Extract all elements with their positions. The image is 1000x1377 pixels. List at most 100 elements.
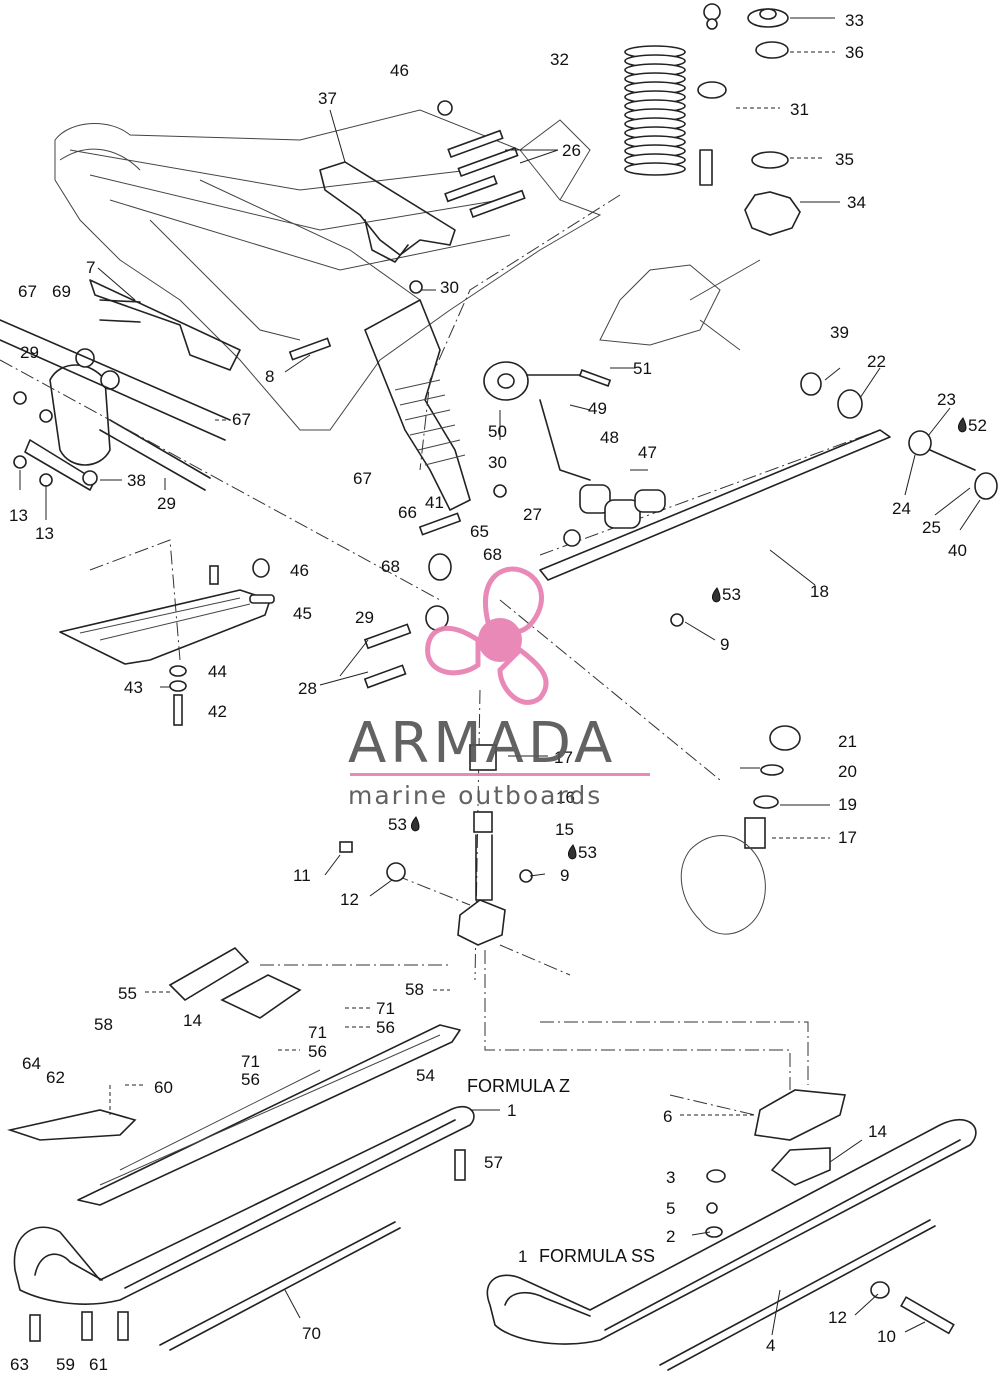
callout-4: 4	[766, 1336, 775, 1355]
spindle-cap-assembly	[680, 725, 801, 935]
callout-58-a: 58	[405, 980, 424, 999]
watermark-underline	[350, 773, 650, 776]
assembly-axis-lines	[0, 194, 881, 1116]
callout-27: 27	[523, 505, 542, 524]
callout-49: 49	[588, 399, 607, 418]
watermark-brand: ARMADA	[348, 711, 616, 776]
callout-17-a: 17	[554, 748, 573, 767]
skid-plate	[59, 558, 275, 726]
callout-20: 20	[838, 762, 857, 781]
callout-16: 16	[556, 788, 575, 807]
callout-31: 31	[790, 100, 809, 119]
callout-30: 30	[440, 278, 459, 297]
callout-22: 22	[867, 352, 886, 371]
callout-46: 46	[390, 61, 409, 80]
callout-55: 55	[118, 984, 137, 1003]
callout-53-a: 53	[711, 585, 741, 604]
callout-70: 70	[302, 1324, 321, 1343]
callout-50: 50	[488, 422, 507, 441]
callout-14-b: 14	[868, 1122, 887, 1141]
part-callouts: 33 36 32 46 37 31 26 35 34 7 30 67 69 39…	[9, 11, 987, 1374]
leader-lines	[19, 17, 981, 1336]
callout-35: 35	[835, 150, 854, 169]
callout-24: 24	[892, 499, 911, 518]
callout-71-a: 71	[376, 999, 395, 1018]
svg-text:53: 53	[578, 843, 597, 862]
callout-56-a: 56	[376, 1018, 395, 1037]
callout-45: 45	[293, 604, 312, 623]
ski-formula-z	[7, 946, 475, 1351]
callout-36: 36	[845, 43, 864, 62]
callout-14-a: 14	[183, 1011, 202, 1030]
propeller-blade-right	[497, 646, 549, 705]
svg-text:52: 52	[968, 416, 987, 435]
callout-66: 66	[398, 503, 417, 522]
svg-text:53: 53	[388, 815, 407, 834]
callout-54: 54	[416, 1066, 435, 1085]
callout-69: 69	[52, 282, 71, 301]
callout-53-b: 53	[388, 815, 420, 834]
callout-5: 5	[666, 1199, 675, 1218]
watermark-tagline: marine outboards	[348, 781, 602, 810]
callout-68-a: 68	[483, 545, 502, 564]
callout-48: 48	[600, 428, 619, 447]
label-formula-z: FORMULA Z	[467, 1076, 570, 1096]
callout-34: 34	[847, 193, 866, 212]
callout-47: 47	[638, 443, 657, 462]
callout-18: 18	[810, 582, 829, 601]
callout-11: 11	[293, 866, 311, 885]
callout-43: 43	[124, 678, 143, 697]
callout-17-b: 17	[838, 828, 857, 847]
propeller-hub	[478, 618, 522, 662]
label-formula-ss: FORMULA SS	[539, 1246, 655, 1266]
callout-3: 3	[666, 1168, 675, 1187]
callout-26: 26	[562, 141, 581, 160]
callout-46-b: 46	[290, 561, 309, 580]
callout-28: 28	[298, 679, 317, 698]
callout-39: 39	[830, 323, 849, 342]
callout-10: 10	[877, 1327, 896, 1346]
ski-formula-ss	[486, 1089, 977, 1371]
callout-52: 52	[957, 416, 987, 435]
callout-30-b: 30	[488, 453, 507, 472]
callout-65: 65	[470, 522, 489, 541]
callout-51: 51	[633, 359, 652, 378]
steering-assembly	[483, 259, 998, 581]
callout-68-b: 68	[381, 557, 400, 576]
armada-watermark: ARMADA marine outboards	[348, 566, 650, 810]
callout-15: 15	[555, 820, 574, 839]
svg-text:53: 53	[722, 585, 741, 604]
callout-60: 60	[154, 1078, 173, 1097]
callout-6: 6	[663, 1107, 672, 1126]
armada-propeller-logo	[425, 566, 549, 705]
callout-13-b: 13	[35, 524, 54, 543]
callout-13-a: 13	[9, 506, 28, 525]
callout-56-c: 56	[241, 1070, 260, 1089]
callout-64: 64	[22, 1054, 41, 1073]
callout-32: 32	[550, 50, 569, 69]
callout-23: 23	[937, 390, 956, 409]
callout-67-a: 67	[18, 282, 37, 301]
callout-38: 38	[127, 471, 146, 490]
callout-41: 41	[425, 493, 444, 512]
callout-44: 44	[208, 662, 227, 681]
spindle-assembly	[339, 484, 684, 946]
callout-40: 40	[948, 541, 967, 560]
callout-21: 21	[838, 732, 857, 751]
callout-19: 19	[838, 795, 857, 814]
callout-56-b: 56	[308, 1042, 327, 1061]
callout-12-b: 12	[828, 1308, 847, 1327]
callout-57: 57	[484, 1153, 503, 1172]
callout-67-b: 67	[232, 410, 251, 429]
callout-1-b: 1	[518, 1247, 527, 1266]
callout-7: 7	[86, 258, 95, 277]
callout-8: 8	[265, 367, 274, 386]
spring-coil	[624, 162, 686, 176]
callout-59: 59	[56, 1355, 75, 1374]
callout-9-b: 9	[560, 866, 569, 885]
callout-9-a: 9	[720, 635, 729, 654]
callout-62: 62	[46, 1068, 65, 1087]
callout-29-a: 29	[20, 343, 39, 362]
callout-2: 2	[666, 1227, 675, 1246]
